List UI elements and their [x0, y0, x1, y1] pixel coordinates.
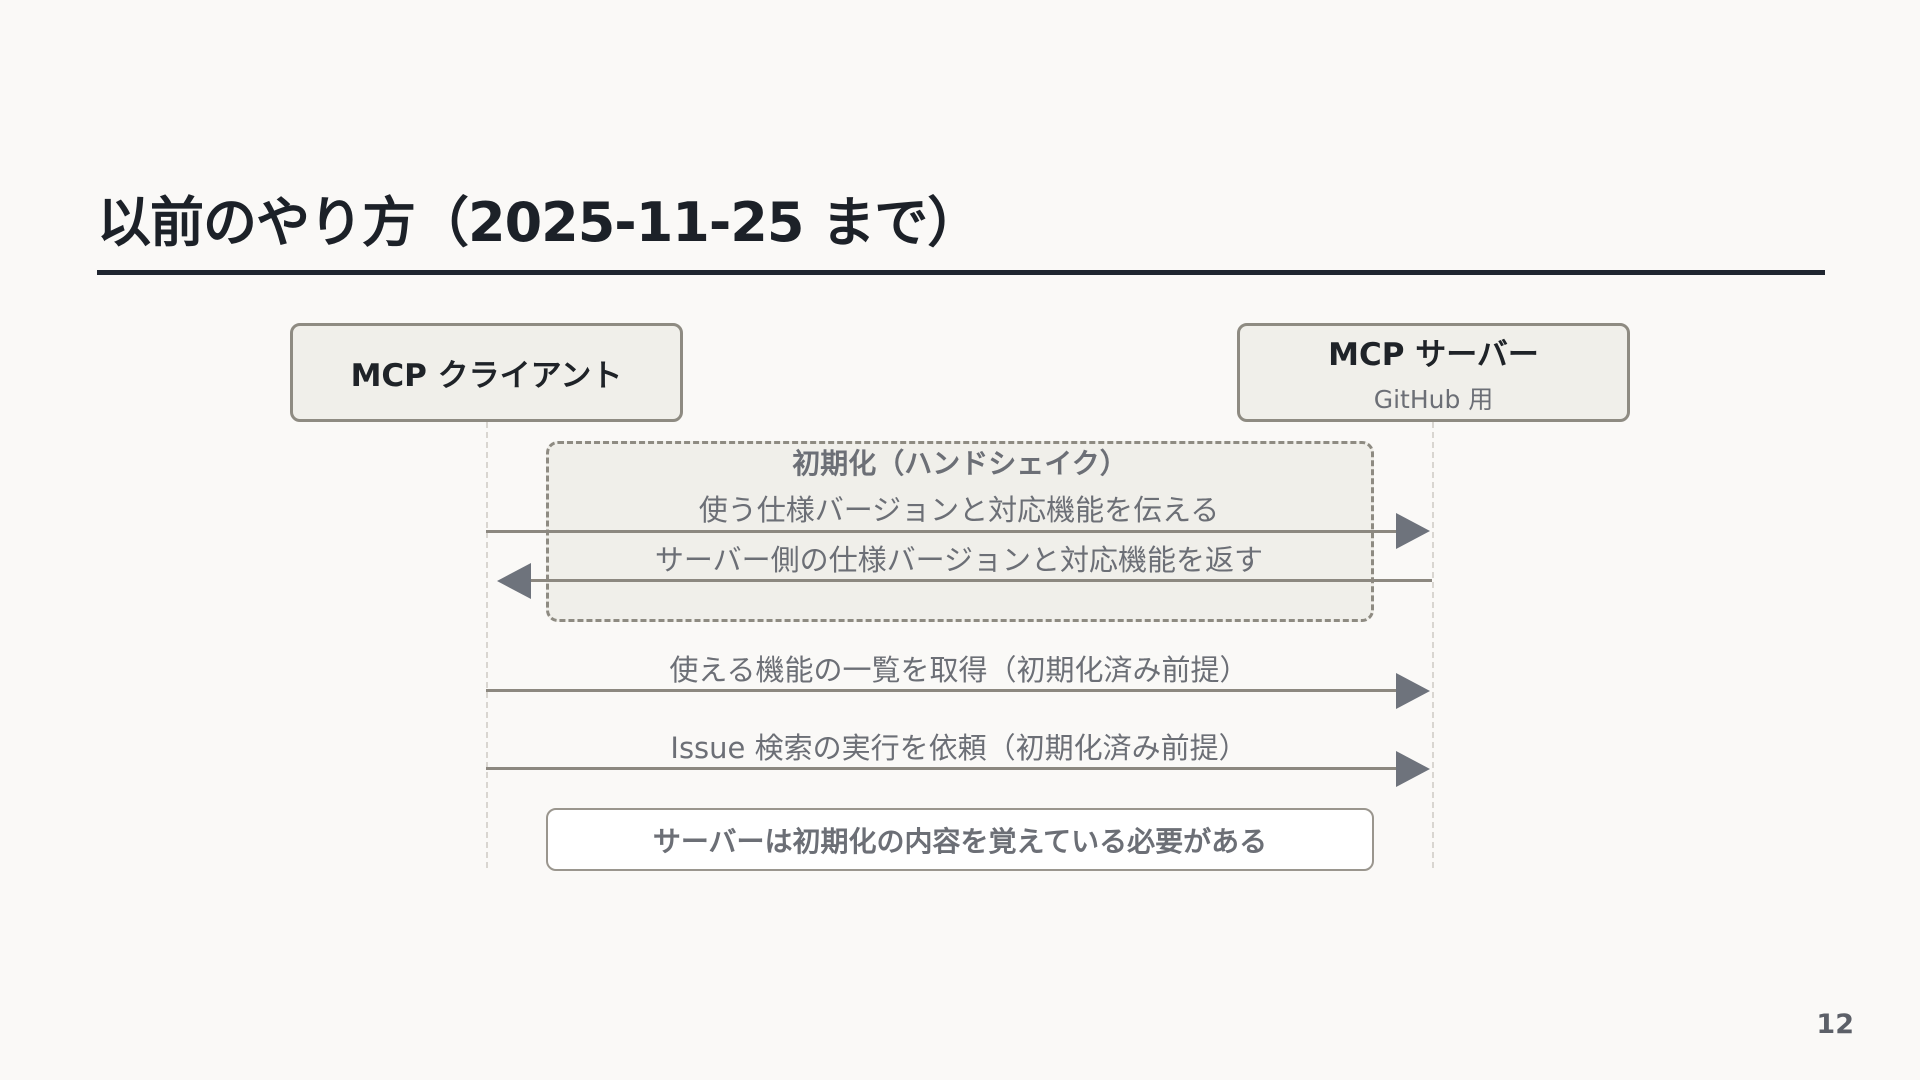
init-request-arrow-head [1396, 513, 1430, 549]
server-lifeline [1432, 422, 1434, 868]
page-number: 12 [1816, 1009, 1854, 1040]
list-tools-arrow-head [1396, 673, 1430, 709]
client-lifeline [486, 422, 488, 868]
issue-search-arrow-line [486, 767, 1398, 770]
client-actor-box: MCP クライアント [290, 323, 683, 422]
title-divider [97, 270, 1825, 275]
server-actor-subtitle: GitHub 用 [1373, 385, 1494, 414]
issue-search-arrow-head [1396, 751, 1430, 787]
client-actor-name: MCP クライアント [350, 358, 623, 394]
init-group-title: 初期化（ハンドシェイク） [792, 447, 1128, 480]
state-note-box: サーバーは初期化の内容を覚えている必要がある [546, 808, 1374, 871]
init-request-arrow-line [486, 530, 1398, 533]
server-actor-box: MCP サーバー GitHub 用 [1237, 323, 1630, 422]
issue-search-label: Issue 検索の実行を依頼（初期化済み前提） [670, 731, 1248, 765]
init-response-label: サーバー側の仕様バージョンと対応機能を返す [654, 543, 1264, 577]
init-response-arrow-line [520, 579, 1432, 582]
init-response-arrow-head [497, 563, 531, 599]
server-actor-name: MCP サーバー [1328, 337, 1539, 373]
init-request-label: 使う仕様バージョンと対応機能を伝える [698, 493, 1220, 527]
list-tools-label: 使える機能の一覧を取得（初期化済み前提） [669, 653, 1249, 687]
state-note-text: サーバーは初期化の内容を覚えている必要がある [652, 824, 1268, 858]
list-tools-arrow-line [486, 689, 1398, 692]
slide-title: 以前のやり方（2025-11-25 まで） [97, 191, 981, 254]
